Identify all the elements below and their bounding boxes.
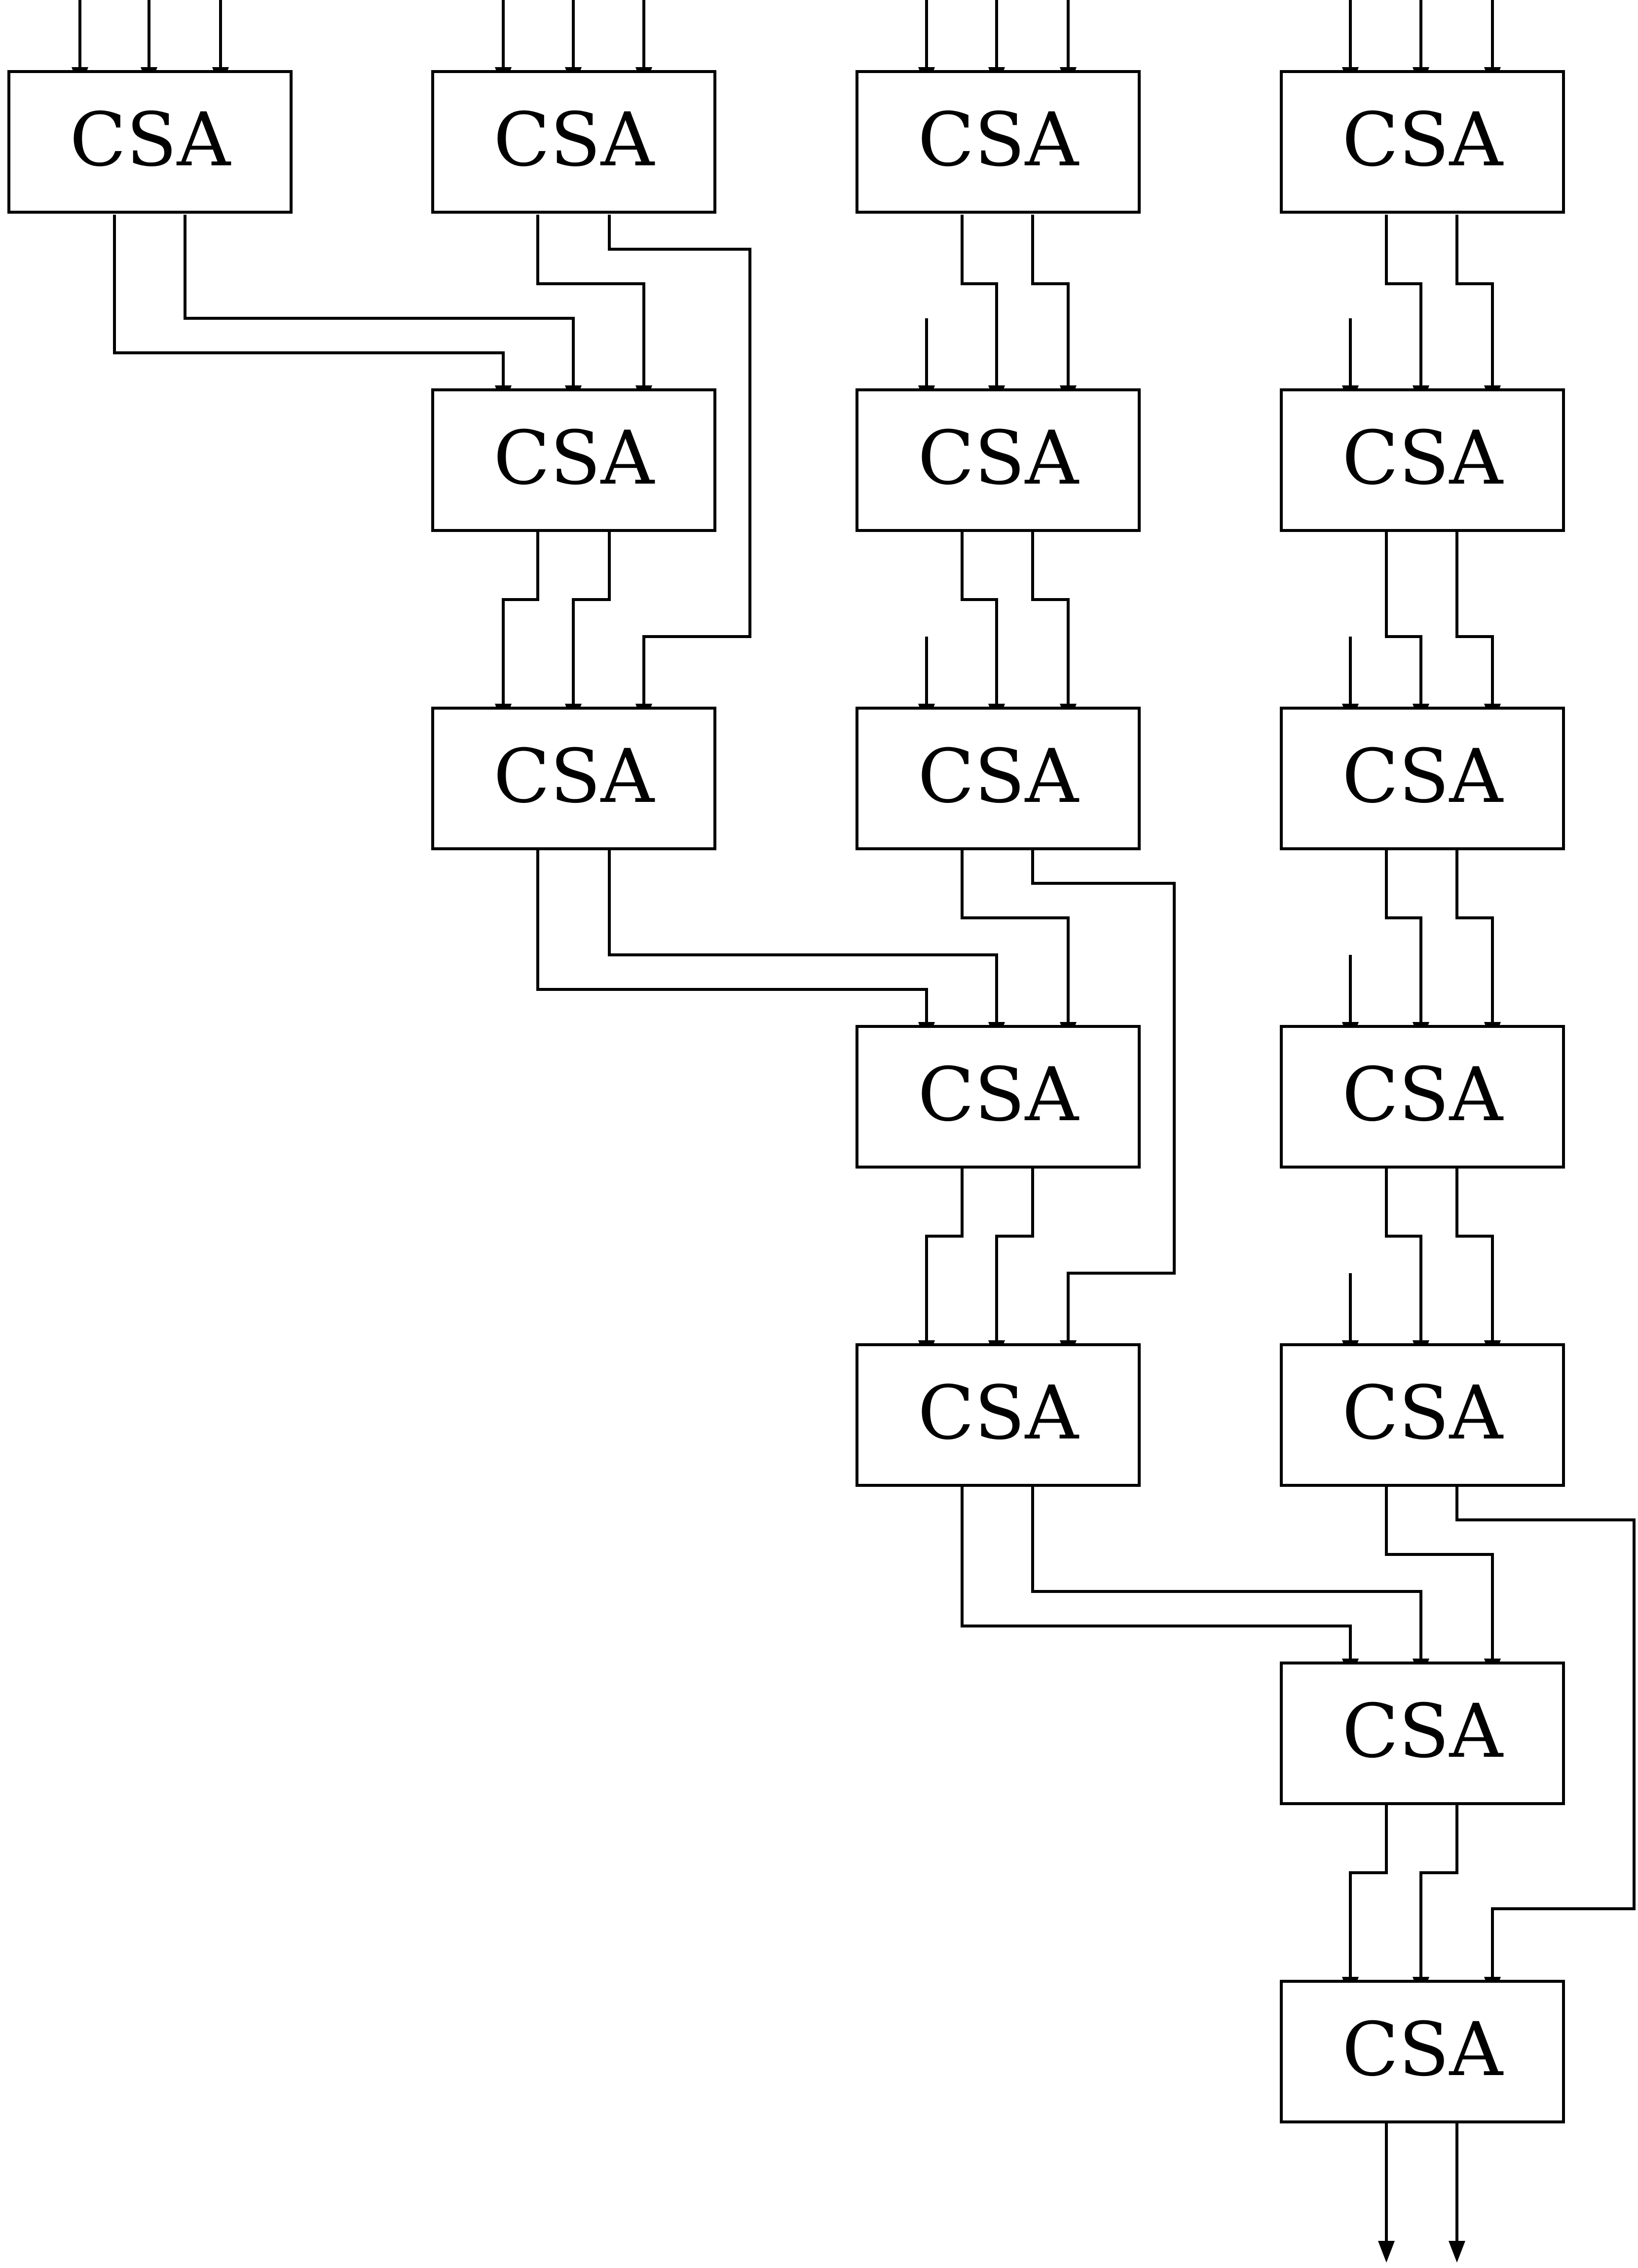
- csa-block: CSA: [1280, 707, 1565, 850]
- csa-block: CSA: [431, 707, 716, 850]
- sum-wire: [961, 215, 998, 387]
- csa-block: CSA: [856, 1343, 1141, 1487]
- sum-wire: [1349, 1804, 1388, 1979]
- csa-label: CSA: [1342, 1052, 1504, 1138]
- csa-label: CSA: [493, 416, 655, 501]
- carry-wire: [1031, 532, 1070, 706]
- csa-block: CSA: [431, 388, 716, 532]
- csa-block: CSA: [1280, 1343, 1565, 1487]
- sum-wire: [1385, 215, 1422, 387]
- csa-block: CSA: [431, 70, 716, 214]
- sum-wire: [1031, 1485, 1422, 1661]
- csa-block: CSA: [1280, 70, 1565, 214]
- arrowhead: [1449, 2241, 1465, 2263]
- carry-wire: [1455, 1485, 1636, 1979]
- carry-wire: [995, 1167, 1034, 1342]
- carry-wire: [1455, 849, 1494, 1024]
- carry-wire: [1419, 1804, 1458, 1979]
- csa-block: CSA: [1280, 1025, 1565, 1169]
- sum-wire: [536, 215, 645, 387]
- csa-label: CSA: [1342, 1689, 1504, 1775]
- csa-blocks: CSA CSA CSA CSA CSA CSA CSA CSA: [7, 70, 1565, 2123]
- csa-block: CSA: [1280, 388, 1565, 532]
- csa-label: CSA: [918, 97, 1080, 183]
- csa-label: CSA: [918, 1370, 1080, 1456]
- csa-block: CSA: [856, 70, 1141, 214]
- csa-block: CSA: [856, 388, 1141, 532]
- csa-block: CSA: [856, 1025, 1141, 1169]
- csa-label: CSA: [1342, 97, 1504, 183]
- carry-wire: [536, 849, 928, 1024]
- csa-label: CSA: [918, 1052, 1080, 1138]
- csa-block: CSA: [7, 70, 293, 214]
- arrowhead: [1378, 2241, 1395, 2263]
- carry-wire: [1031, 215, 1070, 387]
- sum-wire: [925, 1167, 964, 1342]
- csa-label: CSA: [918, 416, 1080, 501]
- wires: [78, 0, 1636, 2243]
- csa-label: CSA: [1342, 2007, 1504, 2093]
- sum-wire: [1385, 532, 1422, 706]
- carry-wire: [961, 1485, 1352, 1661]
- csa-label: CSA: [918, 734, 1080, 820]
- carry-wire: [1031, 849, 1176, 1342]
- csa-label: CSA: [70, 97, 231, 183]
- sum-wire: [608, 849, 998, 1024]
- carry-wire: [608, 215, 751, 706]
- csa-label: CSA: [1342, 1370, 1504, 1456]
- sum-wire: [184, 215, 575, 387]
- csa-label: CSA: [493, 97, 655, 183]
- carry-wire: [113, 215, 505, 387]
- csa-label: CSA: [493, 734, 655, 820]
- carry-wire: [1455, 1167, 1494, 1342]
- csa-block: CSA: [1280, 1662, 1565, 1805]
- carry-wire: [572, 532, 611, 706]
- sum-wire: [1385, 1167, 1422, 1342]
- sum-wire: [961, 849, 1070, 1024]
- carry-wire: [1455, 532, 1494, 706]
- carry-wire: [1455, 215, 1494, 387]
- sum-wire: [502, 532, 539, 706]
- csa-label: CSA: [1342, 734, 1504, 820]
- csa-block: CSA: [856, 707, 1141, 850]
- sum-wire: [961, 532, 998, 706]
- csa-label: CSA: [1342, 416, 1504, 501]
- sum-wire: [1385, 849, 1422, 1024]
- sum-wire: [1385, 1485, 1494, 1661]
- csa-block: CSA: [1280, 1980, 1565, 2123]
